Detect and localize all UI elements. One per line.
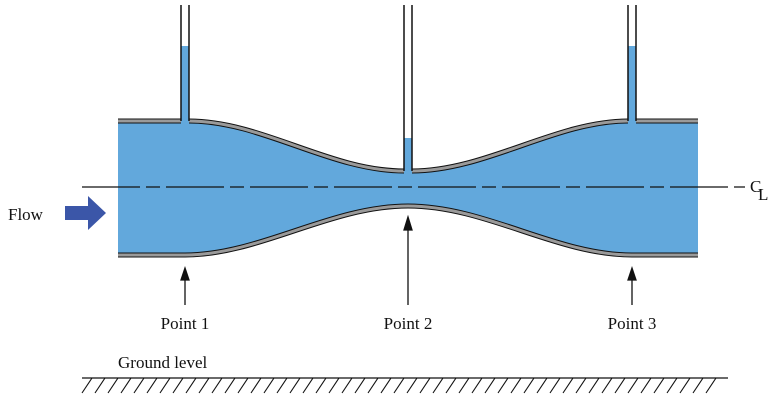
hatch-mark xyxy=(302,377,314,394)
hatch-mark xyxy=(185,377,197,394)
hatch-mark xyxy=(172,377,184,394)
piezometer-tubes xyxy=(180,5,637,171)
hatch-mark xyxy=(224,377,236,394)
hatch-mark xyxy=(107,377,119,394)
hatch-mark xyxy=(328,377,340,394)
water-flow-region xyxy=(118,122,698,254)
tube-2-water-column xyxy=(404,138,412,174)
tube-3-water-column xyxy=(628,46,636,124)
hatch-mark xyxy=(315,377,327,394)
hatch-mark xyxy=(497,377,509,394)
hatch-mark xyxy=(393,377,405,394)
centerline-symbol-c: C xyxy=(750,177,761,196)
hatch-mark xyxy=(94,377,106,394)
hatch-mark xyxy=(614,377,626,394)
hatch-mark xyxy=(263,377,275,394)
pipe-bottom-wall xyxy=(118,203,698,258)
hatch-mark xyxy=(406,377,418,394)
pipe-top-wall xyxy=(118,118,698,174)
hatch-mark xyxy=(536,377,548,394)
hatch-mark xyxy=(120,377,132,394)
hatch-mark xyxy=(627,377,639,394)
tube-1-water-column xyxy=(181,46,189,124)
point-3-label: Point 3 xyxy=(608,314,657,333)
flow-label: Flow xyxy=(8,205,44,224)
hatch-mark xyxy=(458,377,470,394)
hatch-mark xyxy=(354,377,366,394)
hatch-mark xyxy=(198,377,210,394)
flow-arrow-icon xyxy=(65,196,106,230)
hatch-mark xyxy=(640,377,652,394)
hatch-mark xyxy=(289,377,301,394)
hatch-mark xyxy=(471,377,483,394)
hatch-mark xyxy=(250,377,262,394)
centerline-symbol-l: L xyxy=(758,185,768,204)
hatch-mark xyxy=(653,377,665,394)
hatch-mark xyxy=(237,377,249,394)
hatch-mark xyxy=(523,377,535,394)
point-2-label: Point 2 xyxy=(384,314,433,333)
hatch-mark xyxy=(666,377,678,394)
hatch-mark xyxy=(133,377,145,394)
hatch-mark xyxy=(562,377,574,394)
hatch-mark xyxy=(341,377,353,394)
hatch-mark xyxy=(445,377,457,394)
hatch-mark xyxy=(211,377,223,394)
hatch-mark xyxy=(146,377,158,394)
point-arrows xyxy=(180,214,637,305)
hatch-mark xyxy=(510,377,522,394)
hatch-mark xyxy=(484,377,496,394)
hatch-mark xyxy=(679,377,691,394)
ground-level-label: Ground level xyxy=(118,353,208,372)
hatch-mark xyxy=(432,377,444,394)
hatch-mark xyxy=(276,377,288,394)
hatch-mark xyxy=(380,377,392,394)
hatch-mark xyxy=(367,377,379,394)
hatch-mark xyxy=(549,377,561,394)
hatch-mark xyxy=(588,377,600,394)
hatch-mark xyxy=(601,377,613,394)
point-1-label: Point 1 xyxy=(161,314,210,333)
hatch-mark xyxy=(705,377,717,394)
hatch-mark xyxy=(159,377,171,394)
hatch-mark xyxy=(81,377,93,394)
ground-hatching xyxy=(81,377,717,394)
hatch-mark xyxy=(575,377,587,394)
hatch-mark xyxy=(419,377,431,394)
hatch-mark xyxy=(692,377,704,394)
